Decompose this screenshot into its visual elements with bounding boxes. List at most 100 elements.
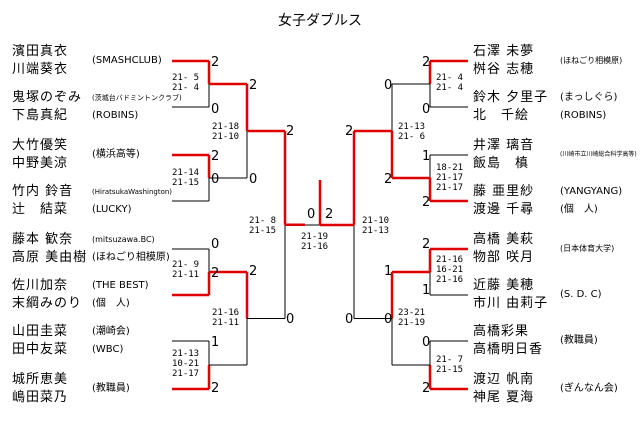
- left-pair-6-p1: 佐川加奈: [12, 278, 69, 293]
- left-pair-6-p2: 末綱みのり: [12, 296, 83, 311]
- right-pair-3-p1: 井澤 璃音: [473, 138, 535, 153]
- game-score: 2: [211, 149, 220, 164]
- set-score: 21-19: [301, 232, 329, 242]
- left-pair-1-p2: 川端葵衣: [12, 62, 69, 77]
- left-pair-5-club2: (ほねごり相模原): [92, 252, 170, 263]
- game-score: 0: [384, 312, 393, 327]
- game-score: 2: [422, 55, 431, 70]
- left-pair-2-club1: (茨城台バドミントンクラブ): [92, 94, 182, 102]
- set-score: 21-17: [172, 369, 200, 379]
- left-pair-2-p1: 鬼塚のぞみ: [12, 90, 83, 105]
- game-score: 2: [211, 381, 220, 396]
- set-score: 21-16: [301, 242, 329, 252]
- right-pair-5-p1: 高橋 美萩: [473, 232, 535, 247]
- left-pair-8-p2: 嶋田菜乃: [12, 390, 69, 405]
- set-score: 21-10: [362, 216, 390, 226]
- set-score: 21- 6: [398, 132, 426, 142]
- set-score: 21-11: [172, 270, 200, 280]
- set-score: 21- 9: [172, 260, 200, 270]
- set-score: 21- 4: [436, 73, 464, 83]
- right-pair-4-club2: (個 人): [560, 204, 598, 215]
- set-score: 21-13: [398, 122, 426, 132]
- set-score: 21-18: [212, 122, 240, 132]
- right-pair-7-p1: 高橋彩果: [473, 324, 530, 339]
- right-pair-6-p1: 近藤 美穂: [473, 278, 535, 293]
- set-score: 23-21: [398, 308, 426, 318]
- set-score: 21-14: [172, 168, 200, 178]
- set-score: 21- 4: [436, 83, 464, 93]
- game-score: 0: [211, 102, 220, 117]
- set-score: 21- 5: [172, 73, 200, 83]
- set-score: 21- 4: [172, 83, 200, 93]
- right-pair-1-club: (ほねごり相模原): [560, 56, 623, 65]
- right-pair-4-club1: (YANGYANG): [560, 186, 623, 197]
- right-pair-7-p2: 高橋明日香: [473, 342, 544, 357]
- right-pair-2-club1: (まっしぐら): [560, 92, 618, 103]
- left-pair-6-club2: (個 人): [92, 298, 130, 309]
- right-pair-5-club: (日本体育大学): [560, 244, 615, 253]
- game-score: 2: [422, 237, 431, 252]
- set-score: 21-13: [172, 349, 200, 359]
- game-score: 1: [384, 264, 393, 279]
- right-pair-2-p2: 北 千絵: [473, 108, 530, 123]
- left-pair-3-p2: 中野美涼: [12, 156, 69, 171]
- right-pair-8-club: (ぎんなん会): [560, 383, 618, 394]
- left-pair-4-club2: (LUCKY): [92, 204, 132, 215]
- game-score: 0: [286, 312, 295, 327]
- left-pair-5-p1: 藤本 歓奈: [12, 232, 74, 247]
- game-score: 2: [286, 124, 295, 139]
- left-pair-4-p1: 竹内 鈴音: [12, 184, 74, 199]
- set-score: 21-16: [212, 308, 240, 318]
- game-score: 0: [422, 102, 431, 117]
- left-pair-5-club1: (mitsuzawa.BC): [92, 235, 155, 244]
- game-score: 2: [211, 266, 220, 281]
- right-pair-1-p1: 石澤 未夢: [473, 44, 535, 59]
- game-score: 2: [249, 264, 258, 279]
- left-pair-8-club: (教職員): [92, 383, 130, 394]
- game-score: 0: [211, 237, 220, 252]
- right-pair-1-p2: 桝谷 志穂: [473, 62, 535, 77]
- right-pair-8-p2: 神尾 夏海: [473, 390, 535, 405]
- set-score: 21-10: [212, 132, 240, 142]
- game-score: 2: [422, 195, 431, 210]
- left-pair-3-club: (横浜高等): [92, 149, 140, 160]
- set-score: 16-21: [436, 265, 464, 275]
- right-pair-4-p2: 渡邊 千尋: [473, 202, 535, 217]
- left-pair-2-club2: (ROBINS): [92, 110, 139, 121]
- left-pair-5-p2: 高原 美由樹: [12, 250, 88, 265]
- left-pair-7-club1: (潮崎会): [92, 326, 130, 337]
- right-pair-7-club: (教職員): [560, 335, 598, 346]
- set-score: 18-21: [436, 163, 464, 173]
- game-score: 0: [384, 78, 393, 93]
- set-score: 21-15: [436, 365, 464, 375]
- right-pair-6-club: (S. D. C): [560, 289, 602, 300]
- game-score: 0: [211, 172, 220, 187]
- page-title: 女子ダブルス: [278, 13, 362, 29]
- right-pair-6-p2: 市川 由莉子: [473, 296, 549, 311]
- right-pair-5-p2: 物部 咲月: [473, 250, 535, 265]
- game-score: 2: [422, 381, 431, 396]
- left-pair-6-club1: (THE BEST): [92, 280, 149, 291]
- game-score: 1: [211, 335, 220, 350]
- game-score: 0: [422, 335, 431, 350]
- game-score: 2: [345, 124, 354, 139]
- set-score: 10-21: [172, 359, 200, 369]
- set-score: 21- 7: [436, 355, 464, 365]
- right-pair-4-p1: 藤 亜里紗: [473, 184, 535, 199]
- final-score-right: 2: [325, 207, 334, 222]
- game-score: 0: [249, 172, 258, 187]
- game-score: 2: [384, 172, 393, 187]
- left-pair-3-p1: 大竹優笑: [12, 138, 69, 153]
- set-score: 21-13: [362, 226, 390, 236]
- set-score: 21-11: [212, 318, 240, 328]
- game-score: 2: [211, 55, 220, 70]
- set-score: 21-15: [172, 178, 200, 188]
- left-pair-4-club1: (HiratsukaWashington): [92, 188, 173, 196]
- right-pair-2-club2: (ROBINS): [560, 110, 607, 121]
- game-score: 1: [422, 283, 431, 298]
- left-pair-1-club: (SMASHCLUB): [92, 55, 162, 66]
- game-score: 0: [345, 312, 354, 327]
- left-pair-1-p1: 濱田真衣: [12, 44, 69, 59]
- left-pair-8-p1: 城所恵美: [12, 372, 69, 387]
